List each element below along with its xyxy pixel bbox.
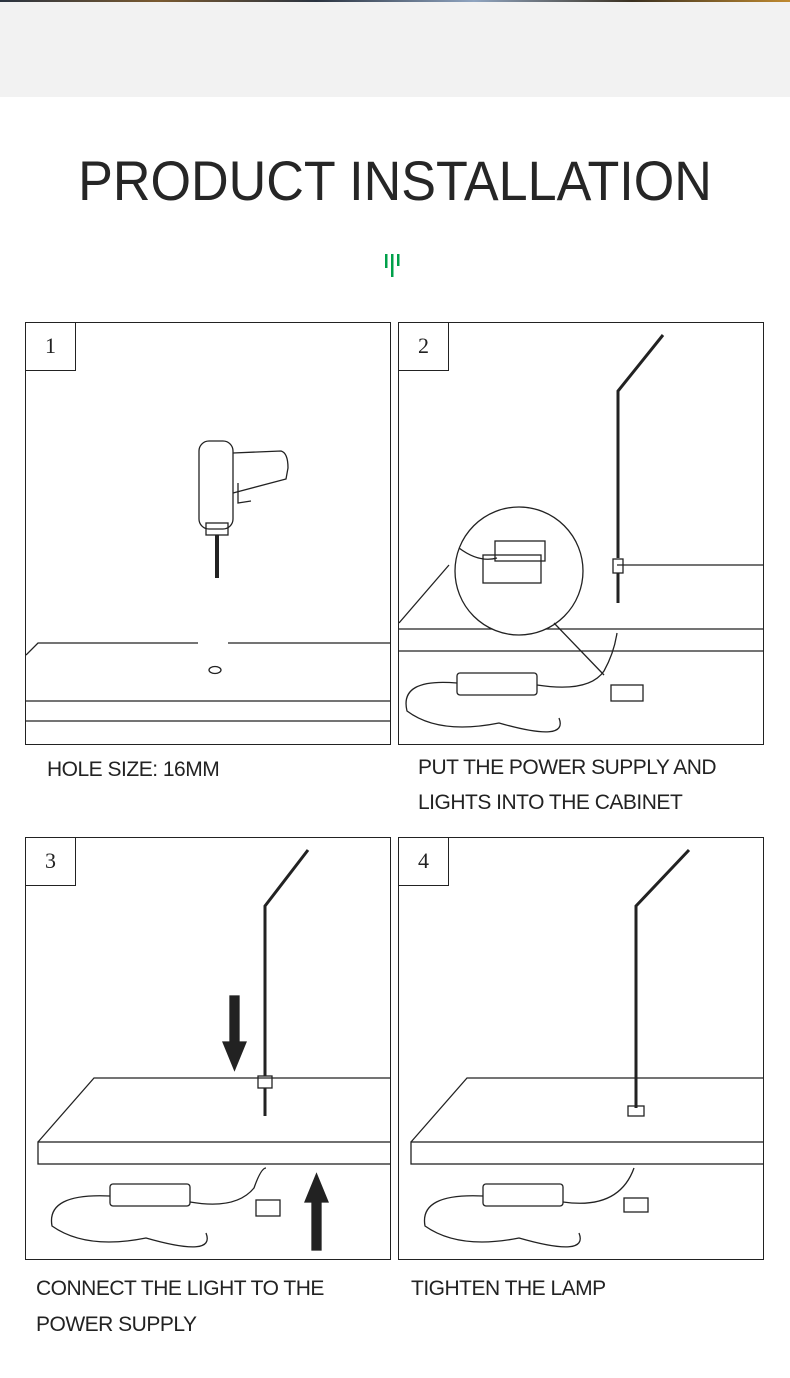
- tighten-illustration: [410, 848, 763, 1248]
- step-3-caption-line-2: POWER SUPPLY: [36, 1313, 197, 1336]
- step-number: 1: [26, 323, 76, 371]
- drill-illustration: [26, 440, 390, 722]
- step-number: 2: [399, 323, 449, 371]
- top-image-strip: [0, 0, 790, 2]
- step-2-caption-line-1: PUT THE POWER SUPPLY AND: [418, 756, 717, 779]
- step-1-caption: HOLE SIZE: 16MM: [47, 758, 220, 781]
- step-2-panel: 2: [398, 322, 764, 745]
- step-4-panel: 4: [398, 837, 764, 1260]
- step-4-caption: TIGHTEN THE LAMP: [411, 1277, 606, 1300]
- step-2-caption-line-2: LIGHTS INTO THE CABINET: [418, 791, 683, 814]
- step-3-caption-line-1: CONNECT THE LIGHT TO THE: [36, 1277, 324, 1300]
- banner: [0, 2, 790, 97]
- step-3-panel: 3: [25, 837, 391, 1260]
- power-supply-illustration: [399, 334, 763, 733]
- step-1-panel: 1: [25, 322, 391, 745]
- divider-icon: [385, 254, 400, 277]
- connect-illustration: [37, 849, 390, 1251]
- step-number: 3: [26, 838, 76, 886]
- step-number: 4: [399, 838, 449, 886]
- page-title: PRODUCT INSTALLATION: [78, 149, 712, 212]
